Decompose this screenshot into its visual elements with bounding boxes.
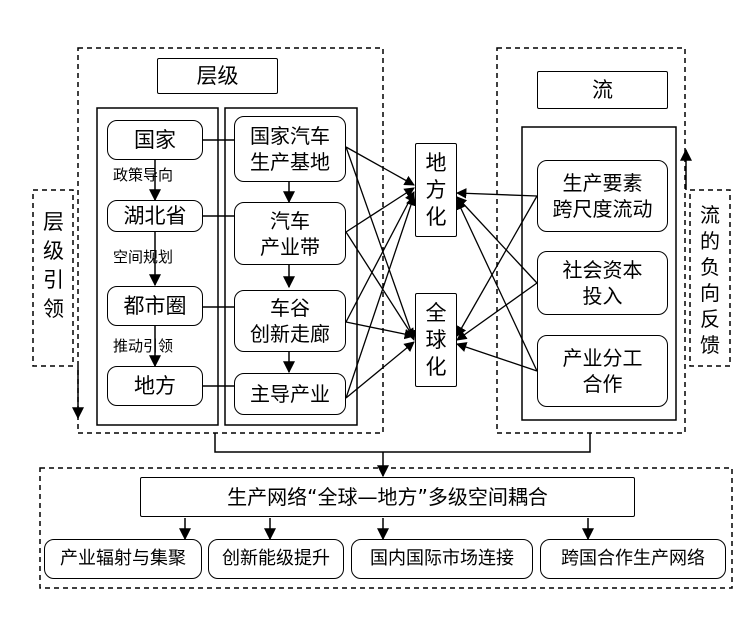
outcome-innovation-upgrade: 创新能级提升 bbox=[208, 539, 344, 579]
right-column-frame bbox=[224, 107, 358, 426]
merge-line bbox=[214, 433, 591, 453]
outcome-market-connection: 国内国际市场连接 bbox=[351, 539, 533, 579]
flow-title: 流 bbox=[537, 71, 668, 109]
node-localization: 地方化 bbox=[415, 143, 457, 237]
node-state: 国家 bbox=[107, 120, 203, 160]
node-metro-area: 都市圈 bbox=[107, 286, 203, 326]
label-spatial-planning: 空间规划 bbox=[113, 248, 174, 266]
edge-division-globalization bbox=[456, 342, 538, 372]
flow-dashed-frame bbox=[496, 47, 686, 434]
node-province: 湖北省 bbox=[107, 200, 203, 232]
edge-industry-localization bbox=[345, 195, 416, 399]
left-column-frame bbox=[96, 107, 219, 426]
edge-belt-localization bbox=[345, 187, 415, 233]
node-division-cooperation: 产业分工 合作 bbox=[537, 335, 668, 407]
outcome-radiation-agglomeration: 产业辐射与集聚 bbox=[44, 539, 202, 579]
edge-corridor-localization bbox=[345, 191, 415, 323]
node-factor-flow: 生产要素 跨尺度流动 bbox=[537, 160, 668, 232]
edge-industry-globalization bbox=[345, 341, 415, 399]
edge-factor-globalization bbox=[456, 195, 538, 337]
node-auto-industry-belt: 汽车 产业带 bbox=[234, 202, 346, 265]
edge-belt-globalization bbox=[345, 231, 415, 339]
outcome-transnational-network: 跨国合作生产网络 bbox=[540, 539, 726, 579]
left-side-dashed-frame bbox=[32, 189, 74, 367]
hierarchy-title: 层级 bbox=[157, 58, 278, 94]
node-locality: 地方 bbox=[107, 366, 203, 406]
edge-factor-localization bbox=[455, 188, 538, 199]
node-innovation-corridor: 车谷 创新走廊 bbox=[234, 290, 346, 352]
edge-corridor-globalization bbox=[345, 321, 416, 340]
node-social-capital: 社会资本 投入 bbox=[537, 251, 668, 315]
right-side-dashed-frame bbox=[689, 189, 731, 367]
node-auto-production-base: 国家汽车 生产基地 bbox=[234, 116, 346, 182]
side-label-hierarchy-leading: 层级引领 bbox=[43, 210, 64, 321]
node-globalization: 全球化 bbox=[415, 293, 457, 387]
edge-base-localization bbox=[345, 146, 415, 186]
coupling-title: 生产网络“全球—地方”多级空间耦合 bbox=[140, 477, 635, 517]
flow-items-frame bbox=[521, 126, 677, 421]
edge-base-globalization bbox=[345, 146, 416, 341]
label-promotion-leading: 推动引领 bbox=[113, 337, 174, 355]
edge-capital-globalization bbox=[456, 282, 538, 341]
localization-label: 地方化 bbox=[425, 151, 447, 229]
side-label-flow-feedback: 流的负向反馈 bbox=[700, 203, 720, 357]
node-leading-industry: 主导产业 bbox=[234, 373, 346, 415]
globalization-label: 全球化 bbox=[425, 301, 447, 379]
hierarchy-dashed-frame bbox=[77, 47, 384, 434]
edge-capital-localization bbox=[456, 196, 538, 284]
label-policy-guidance: 政策导向 bbox=[113, 166, 174, 184]
edge-division-localization bbox=[456, 199, 538, 372]
